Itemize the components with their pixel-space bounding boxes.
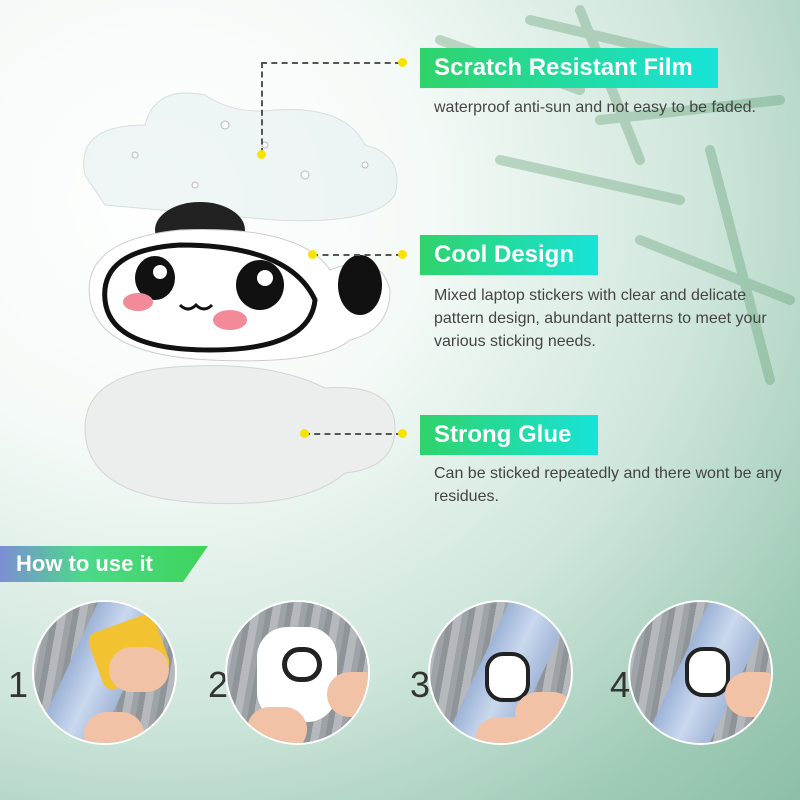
- step-number: 4: [610, 664, 631, 705]
- step-number: 3: [410, 664, 431, 705]
- marker-dot: [257, 150, 266, 159]
- marker-dot: [398, 58, 407, 67]
- marker-dot: [308, 250, 317, 259]
- transparent-film-layer-image: [83, 92, 398, 222]
- marker-dot: [398, 250, 407, 259]
- step-4-image: [628, 600, 773, 745]
- step-number: 2: [208, 664, 229, 705]
- step-2-image: [225, 600, 370, 745]
- feature-title-strong-glue: Strong Glue: [420, 415, 598, 455]
- marker-dot: [300, 429, 309, 438]
- step-1-image: [32, 600, 177, 745]
- how-to-use-banner: How to use it: [0, 546, 208, 582]
- step-number: 1: [8, 664, 29, 705]
- panda-sticker-image: [88, 202, 391, 362]
- glue-backing-layer-image: [84, 365, 396, 505]
- feature-desc-strong-glue: Can be sticked repeatedly and there wont…: [434, 465, 782, 505]
- feature-desc-cool-design: Mixed laptop stickers with clear and del…: [434, 287, 767, 350]
- feature-title-scratch-resistant: Scratch Resistant Film: [420, 48, 718, 88]
- step-3-image: [428, 600, 573, 745]
- marker-dot: [398, 429, 407, 438]
- feature-desc-scratch-resistant: waterproof anti-sun and not easy to be f…: [434, 99, 756, 116]
- feature-title-cool-design: Cool Design: [420, 235, 598, 275]
